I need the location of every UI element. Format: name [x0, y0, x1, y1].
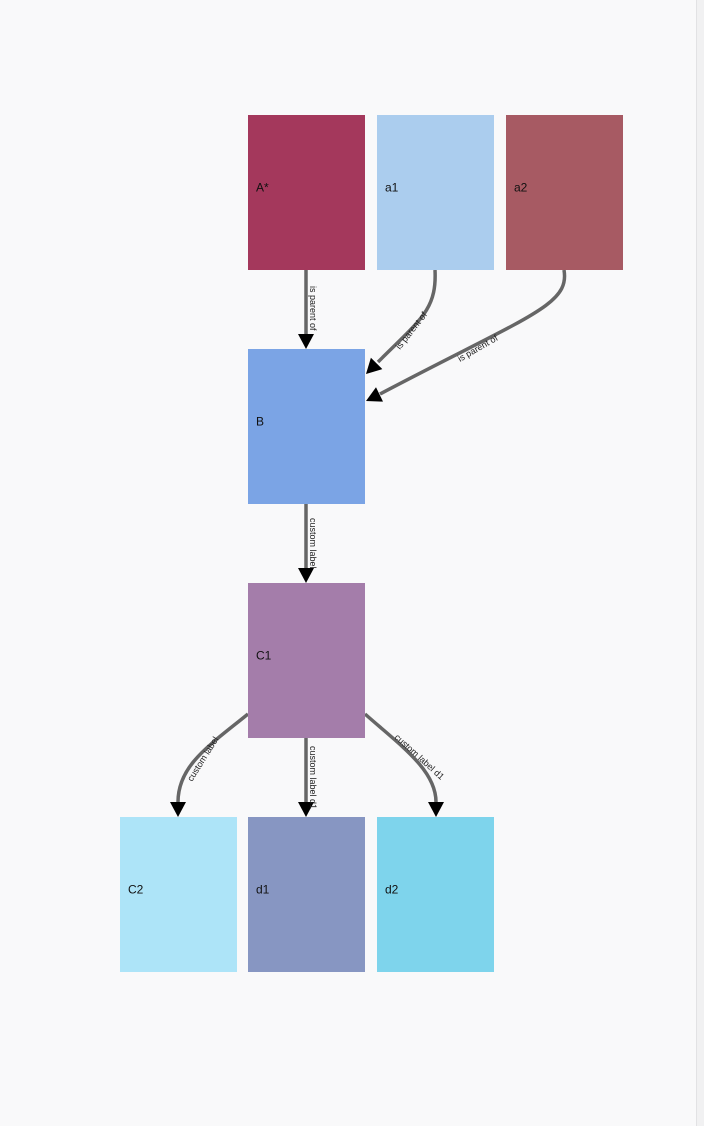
- edge-label: custom label d1: [308, 746, 318, 809]
- node-c1[interactable]: C1: [248, 583, 365, 738]
- edge-label: custom label d1: [393, 732, 447, 782]
- edge-line: [379, 269, 567, 396]
- node-box[interactable]: [377, 115, 494, 270]
- node-label: a2: [514, 181, 528, 195]
- node-box[interactable]: [248, 583, 365, 738]
- edge-c1-to-c2: custom label: [170, 712, 250, 817]
- edge-a1-to-b: is parent of: [366, 269, 437, 374]
- node-label: C1: [256, 649, 272, 663]
- arrowhead-icon: [298, 802, 314, 817]
- arrowhead-icon: [298, 334, 314, 349]
- arrowhead-icon: [366, 357, 383, 374]
- node-box[interactable]: [120, 817, 237, 972]
- vertical-scrollbar[interactable]: [696, 0, 704, 1126]
- node-label: d1: [256, 883, 270, 897]
- arrowhead-icon: [366, 387, 383, 402]
- node-c2[interactable]: C2: [120, 817, 237, 972]
- node-d1[interactable]: d1: [248, 817, 365, 972]
- edge-b-to-c1: custom label: [298, 504, 318, 583]
- node-a2[interactable]: a2: [506, 115, 623, 270]
- edge-a2-to-b: is parent of: [366, 269, 567, 402]
- edge-label: custom label: [185, 735, 220, 783]
- edge-label: is parent of: [394, 310, 430, 352]
- arrowhead-icon: [298, 568, 314, 583]
- node-d2[interactable]: d2: [377, 817, 494, 972]
- node-label: B: [256, 415, 264, 429]
- edge-line: [176, 712, 250, 803]
- node-box[interactable]: [248, 349, 365, 504]
- node-a1[interactable]: a1: [377, 115, 494, 270]
- node-label: d2: [385, 883, 399, 897]
- node-box[interactable]: [506, 115, 623, 270]
- edge-label: is parent of: [456, 333, 500, 364]
- node-label: C2: [128, 883, 144, 897]
- node-box[interactable]: [248, 115, 365, 270]
- edge-line: [376, 269, 437, 364]
- arrowhead-icon: [170, 802, 186, 817]
- node-label: a1: [385, 181, 399, 195]
- node-a[interactable]: A*: [248, 115, 365, 270]
- edges-layer: is parent of is parent of is parent of cust…: [170, 269, 567, 817]
- node-label: A*: [256, 181, 269, 195]
- edge-label: is parent of: [308, 286, 318, 331]
- edge-line: [363, 712, 438, 803]
- edge-c1-to-d1: custom label d1: [298, 738, 318, 817]
- node-b[interactable]: B: [248, 349, 365, 504]
- arrowhead-icon: [428, 802, 444, 817]
- edge-c1-to-d2: custom label d1: [363, 712, 447, 817]
- edge-label: custom label: [308, 518, 318, 569]
- edge-a-to-b: is parent of: [298, 270, 318, 349]
- node-box[interactable]: [377, 817, 494, 972]
- node-box[interactable]: [248, 817, 365, 972]
